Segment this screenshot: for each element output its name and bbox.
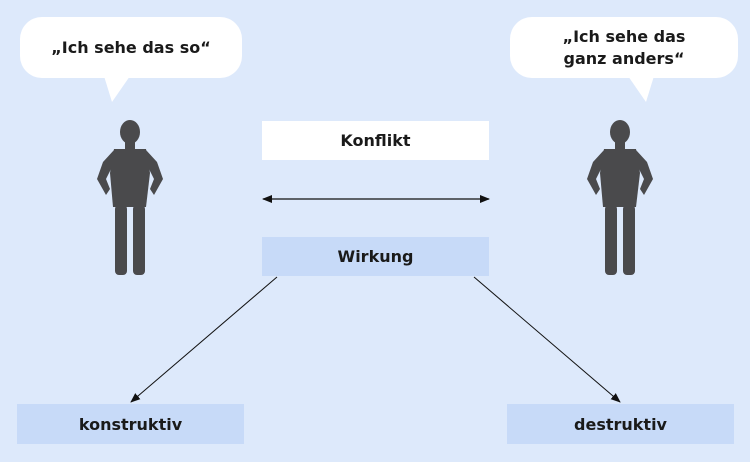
conflict-label: Konflikt	[340, 131, 411, 150]
arrow-to-constructive	[130, 276, 278, 403]
speech-bubble-left: „Ich sehe das so“	[20, 17, 242, 78]
person-icon	[587, 120, 653, 275]
speech-bubble-right-tail	[628, 76, 654, 102]
speech-left-text: „Ich sehe das so“	[51, 37, 211, 57]
arrow-to-destructive	[473, 276, 621, 403]
effect-box: Wirkung	[262, 237, 489, 276]
constructive-box: konstruktiv	[17, 404, 244, 444]
person-icon	[97, 120, 163, 275]
destructive-label: destruktiv	[574, 414, 667, 434]
speech-right-text: „Ich sehe das ganz anders“	[562, 26, 686, 68]
effect-label: Wirkung	[337, 247, 414, 266]
destructive-box: destruktiv	[507, 404, 734, 444]
speech-bubble-left-tail	[104, 76, 130, 102]
conflict-box: Konflikt	[262, 121, 489, 160]
constructive-label: konstruktiv	[78, 414, 183, 434]
speech-bubble-right: „Ich sehe das ganz anders“	[510, 17, 738, 78]
